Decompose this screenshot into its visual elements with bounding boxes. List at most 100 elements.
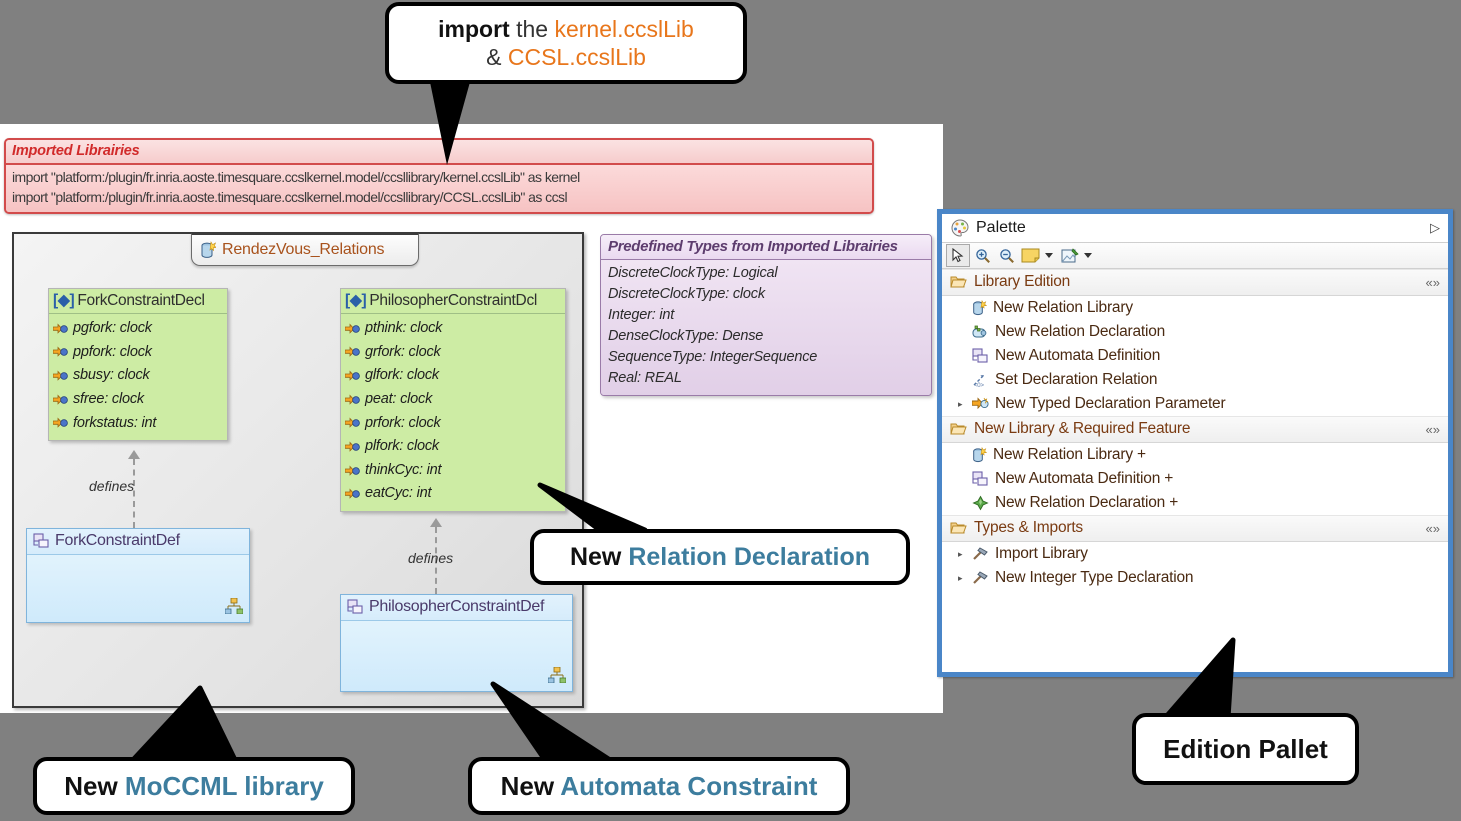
palette-item-label: Import Library xyxy=(995,545,1088,562)
fork-constraint-decl-box[interactable]: [◆] ForkConstraintDecl pgfork: clock ppf… xyxy=(48,288,228,442)
attribute-row: prfork: clock xyxy=(345,412,563,436)
palette-item-label: Set Declaration Relation xyxy=(995,371,1158,388)
callout-edition-pallet-label: Edition Pallet xyxy=(1163,733,1328,764)
diagram-tab[interactable]: RendezVous_Relations xyxy=(191,233,419,266)
callout-import: import the kernel.ccslLib & CCSL.ccslLib xyxy=(385,2,747,84)
diagram-tab-label: RendezVous_Relations xyxy=(222,241,385,258)
philosopher-constraint-def-body xyxy=(341,621,572,687)
group-collapse-icon[interactable]: «» xyxy=(1425,421,1440,437)
callout-edition-pallet: Edition Pallet xyxy=(1132,713,1359,785)
callout-prefix: New xyxy=(569,542,629,571)
group-collapse-icon[interactable]: «» xyxy=(1425,520,1440,536)
palette-item-new-relation-declaration[interactable]: New Relation Declaration xyxy=(942,320,1448,344)
select-tool-button[interactable] xyxy=(946,244,970,267)
palette-icon xyxy=(951,219,969,237)
predefined-type-entry: Integer: int xyxy=(608,307,675,324)
attribute-row: sbusy: clock xyxy=(53,364,225,388)
palette-item-set-declaration-relation[interactable]: <0> Set Declaration Relation xyxy=(942,368,1448,392)
declaration-stereotype-icon: [◆] xyxy=(345,292,367,309)
relation-decl-icon xyxy=(972,325,987,337)
hammer-icon xyxy=(973,570,988,584)
attribute-row: thinkCyc: int xyxy=(345,459,563,483)
zoom-out-button[interactable] xyxy=(996,245,1018,266)
palette-group-types-imports[interactable]: Types & Imports «» xyxy=(942,515,1448,542)
imported-libraries-note: Imported Librairies import "platform:/pl… xyxy=(4,138,874,214)
note-dropdown-caret[interactable] xyxy=(1045,253,1053,258)
palette-item-new-relation-library-plus[interactable]: New Relation Library + xyxy=(942,443,1448,467)
palette-item-label: New Relation Library xyxy=(993,299,1133,316)
automata-icon xyxy=(972,348,988,363)
parameter-icon xyxy=(53,346,68,358)
note-tool-button[interactable] xyxy=(1020,245,1042,266)
typed-param-icon xyxy=(972,397,989,410)
palette-item-label: New Integer Type Declaration xyxy=(995,569,1194,586)
palette-group-new-library-required-feature[interactable]: New Library & Required Feature «» xyxy=(942,416,1448,443)
palette-item-label: New Relation Library + xyxy=(993,446,1146,463)
parameter-icon xyxy=(53,394,68,405)
parameter-icon xyxy=(345,346,360,358)
set-relation-icon: <0> xyxy=(973,374,985,388)
predefined-types-note: Predefined Types from Imported Librairie… xyxy=(600,234,932,397)
attach-note-icon xyxy=(1061,247,1079,262)
palette-item-label: New Automata Definition xyxy=(995,347,1161,364)
predefined-types-title: Predefined Types from Imported Librairie… xyxy=(601,235,931,260)
defines-label: defines xyxy=(408,550,454,566)
palette-item-new-typed-declaration-parameter[interactable]: ▸ New Typed Declaration Parameter xyxy=(942,392,1448,416)
predefined-type-entry: DiscreteClockType: Logical xyxy=(608,265,778,281)
attribute-row: forkstatus: int xyxy=(53,412,225,436)
fork-constraint-def-box[interactable]: ForkConstraintDef xyxy=(26,528,250,623)
zoom-in-button[interactable] xyxy=(972,245,994,266)
parameter-icon xyxy=(345,488,360,499)
callout-import-line2: & CCSL.ccslLib xyxy=(486,43,646,70)
svg-text:<0>: <0> xyxy=(974,383,984,388)
palette-item-new-automata-definition-plus[interactable]: New Automata Definition + xyxy=(942,467,1448,491)
attribute-row: ppfork: clock xyxy=(53,341,225,365)
folder-icon xyxy=(950,276,967,288)
attribute-row: sfree: clock xyxy=(53,388,225,412)
fork-constraint-decl-title: [◆] ForkConstraintDecl xyxy=(49,289,227,314)
block-definition-icon xyxy=(548,667,566,683)
group-collapse-icon[interactable]: «» xyxy=(1425,274,1440,290)
relation-library-icon xyxy=(201,240,216,258)
callout-import-line1: import the kernel.ccslLib xyxy=(438,15,694,42)
library-icon xyxy=(973,299,987,315)
palette-item-new-relation-library[interactable]: New Relation Library xyxy=(942,296,1448,320)
defines-connector xyxy=(435,527,437,594)
attach-dropdown-caret[interactable] xyxy=(1084,253,1092,258)
cursor-icon xyxy=(952,248,964,263)
parameter-icon xyxy=(345,441,360,452)
fork-constraint-def-name: ForkConstraintDef xyxy=(55,532,180,549)
attribute-row: pgfork: clock xyxy=(53,317,225,341)
palette-item-new-relation-declaration-plus[interactable]: New Relation Declaration + xyxy=(942,491,1448,515)
attribute-row: grfork: clock xyxy=(345,341,563,365)
philosopher-constraint-decl-name: PhilosopherConstraintDcl xyxy=(369,291,538,309)
palette-item-new-integer-type-declaration[interactable]: ▸ New Integer Type Declaration xyxy=(942,566,1448,590)
callout-prefix: New xyxy=(64,770,125,801)
philosopher-constraint-def-title: PhilosopherConstraintDef xyxy=(341,595,572,621)
palette-item-import-library[interactable]: ▸ Import Library xyxy=(942,542,1448,566)
library-icon xyxy=(973,446,987,462)
automata-icon xyxy=(972,471,988,486)
attach-note-button[interactable] xyxy=(1059,245,1081,266)
parameter-icon xyxy=(53,370,68,381)
predefined-types-list: DiscreteClockType: Logical DiscreteClock… xyxy=(601,260,931,396)
expand-arrow-icon[interactable]: ▸ xyxy=(958,548,963,559)
philosopher-constraint-def-name: PhilosopherConstraintDef xyxy=(369,598,545,615)
philosopher-constraint-decl-box[interactable]: [◆] PhilosopherConstraintDcl pthink: clo… xyxy=(340,288,566,512)
palette-item-new-automata-definition[interactable]: New Automata Definition xyxy=(942,344,1448,368)
expand-arrow-icon[interactable]: ▸ xyxy=(958,572,963,583)
palette-group-library-edition[interactable]: Library Edition «» xyxy=(942,269,1448,296)
imported-libraries-body: import "platform:/plugin/fr.inria.aoste.… xyxy=(6,165,872,212)
parameter-icon xyxy=(53,417,68,429)
callout-automata-constraint: New Automata Constraint xyxy=(468,757,850,815)
parameter-icon xyxy=(53,323,68,334)
fork-constraint-def-title: ForkConstraintDef xyxy=(27,529,249,555)
philosopher-constraint-def-box[interactable]: PhilosopherConstraintDef xyxy=(340,594,573,692)
palette-expand-icon[interactable]: ▷ xyxy=(1430,220,1440,235)
parameter-icon xyxy=(345,370,360,381)
expand-arrow-icon[interactable]: ▸ xyxy=(958,398,963,409)
palette-item-label: New Relation Declaration xyxy=(995,323,1166,340)
parameter-icon xyxy=(345,465,360,476)
callout-prefix: New xyxy=(500,770,561,801)
